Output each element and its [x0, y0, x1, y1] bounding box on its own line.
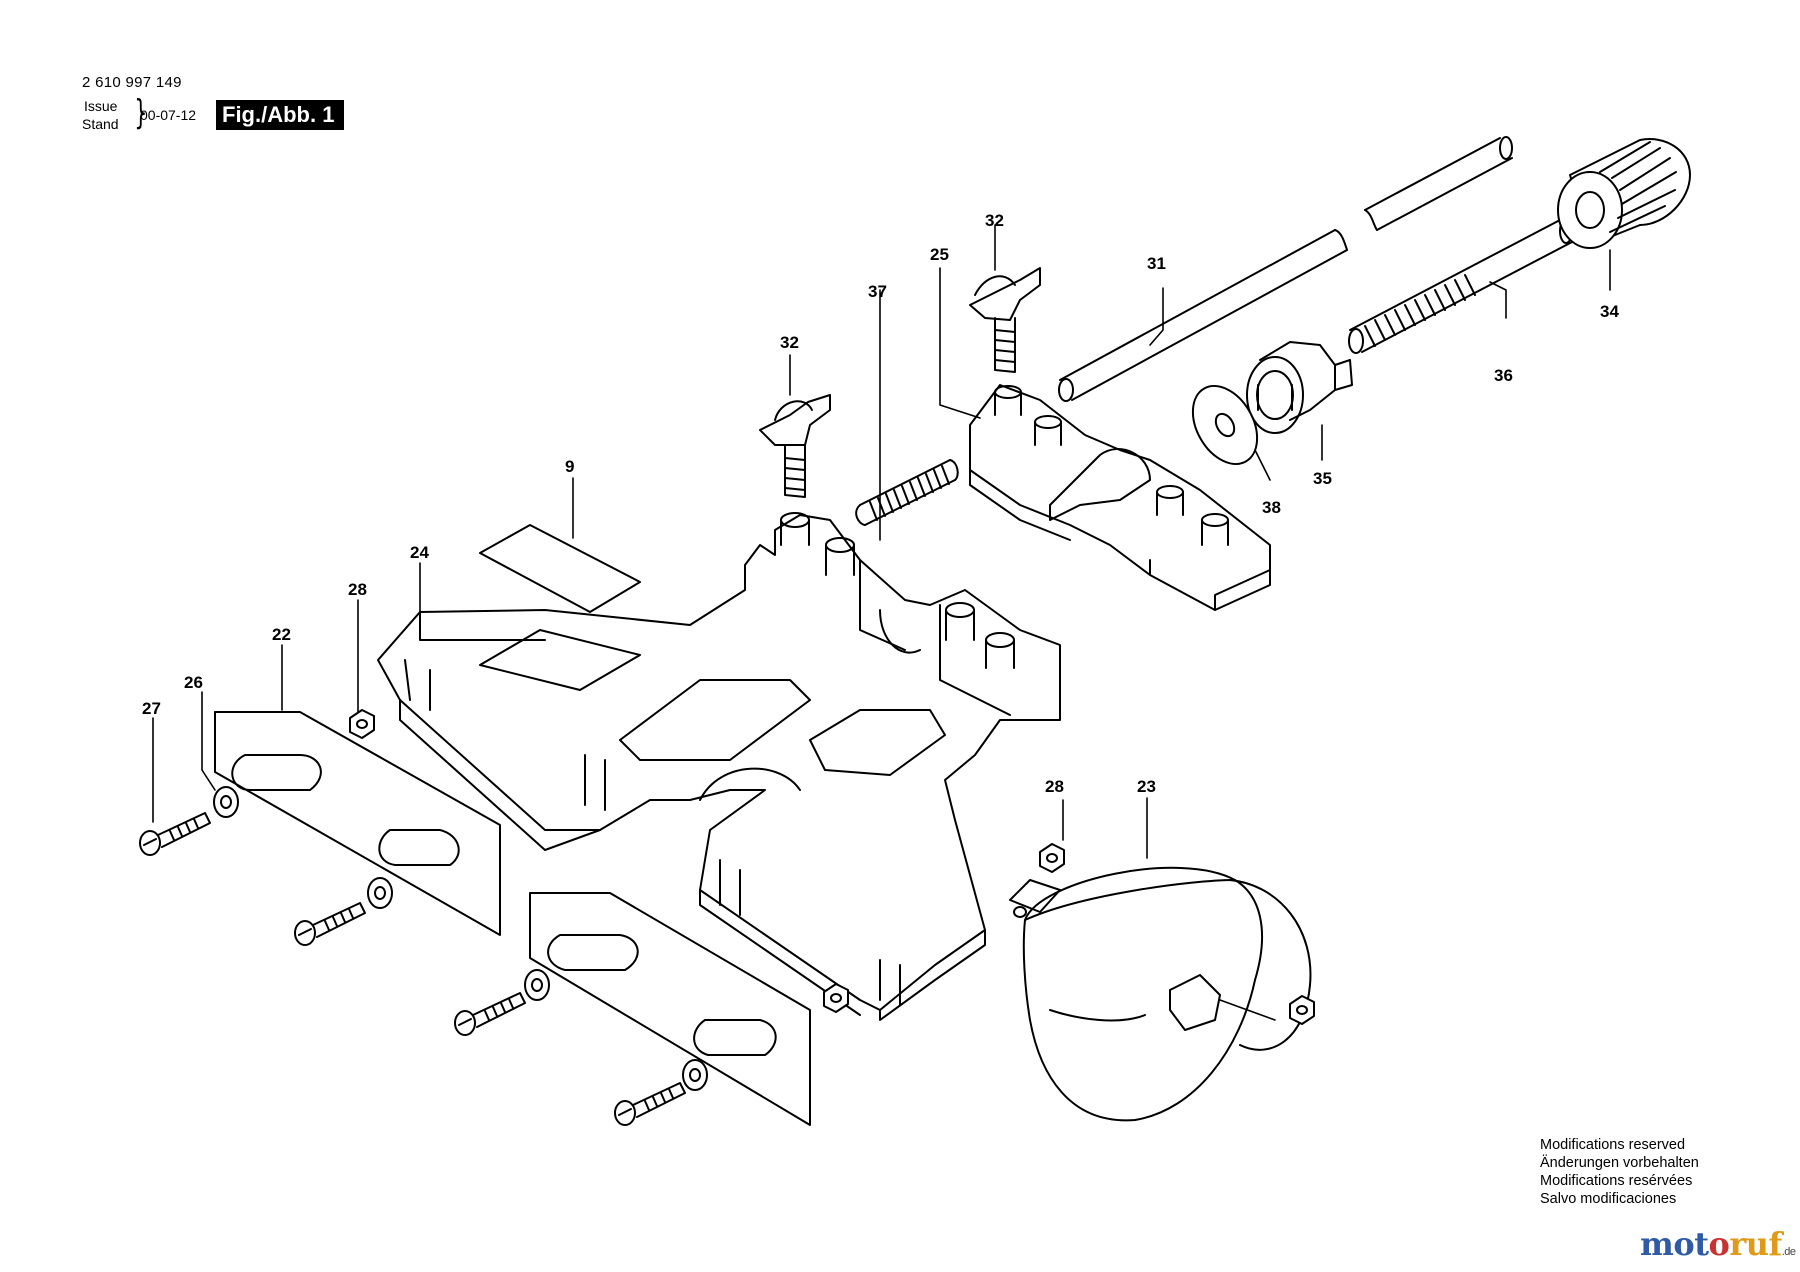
note-fr: Modifications resérvées [1540, 1173, 1693, 1189]
issue-date: 00-07-12 [140, 107, 197, 123]
nut-c [823, 983, 849, 1013]
part-32-wing-screw-upper [969, 267, 1041, 373]
document-number: 2 610 997 149 [82, 74, 182, 91]
part-26-washers [213, 786, 708, 1091]
note-es: Salvo modificaciones [1540, 1191, 1677, 1207]
callout-9: 9 [565, 457, 574, 476]
part-35-nut-knob [1246, 341, 1353, 461]
part-36-threaded-rod [1348, 218, 1573, 354]
watermark-logo: motoruf.de [1640, 1225, 1796, 1263]
callout-26: 26 [184, 673, 203, 692]
modification-notes: Modifications reserved Änderungen vorbeh… [1540, 1136, 1699, 1208]
callout-25: 25 [930, 245, 949, 264]
callout-22: 22 [272, 625, 291, 644]
callout-35: 35 [1313, 469, 1332, 488]
callout-28-left: 28 [348, 580, 367, 599]
part-32-wing-screw-lower [759, 394, 831, 498]
callout-23: 23 [1137, 777, 1156, 796]
callout-28-right: 28 [1045, 777, 1064, 796]
part-37-spring [855, 289, 959, 541]
callout-34: 34 [1600, 302, 1619, 321]
brace-glyph: } [134, 93, 148, 133]
part-27-screws [139, 812, 686, 1126]
issue-label: Issue [84, 98, 118, 114]
callout-24: 24 [410, 543, 429, 562]
callout-labels: 9 22 23 24 25 26 27 28 28 31 32 32 34 35… [142, 211, 1619, 796]
part-28-nut-b [1039, 843, 1065, 873]
part-31-rod [1058, 136, 1513, 402]
nut-d [1289, 995, 1315, 1025]
part-28-nut-a [349, 709, 375, 739]
figure-label: Fig./Abb. 1 [216, 100, 345, 130]
note-de: Änderungen vorbehalten [1540, 1155, 1699, 1171]
part-9-label [479, 524, 641, 613]
callout-36: 36 [1494, 366, 1513, 385]
part-22-guide-plate-left [214, 711, 501, 936]
part-38-washer [1191, 385, 1271, 481]
stand-label: Stand [82, 116, 119, 132]
part-23-guard-cup [1009, 866, 1312, 1122]
callout-37: 37 [868, 282, 887, 301]
note-en: Modifications reserved [1540, 1137, 1686, 1153]
part-24-base-plate [377, 512, 1061, 1021]
callout-27: 27 [142, 699, 161, 718]
callout-32-lower: 32 [780, 333, 799, 352]
callout-32-upper: 32 [985, 211, 1004, 230]
part-22-guide-plate-right [529, 892, 811, 1126]
leader-lines [152, 224, 1507, 859]
callout-31: 31 [1147, 254, 1166, 273]
part-25-rail-bracket [969, 384, 1271, 611]
part-34-knob [1557, 138, 1691, 291]
callout-38: 38 [1262, 498, 1281, 517]
